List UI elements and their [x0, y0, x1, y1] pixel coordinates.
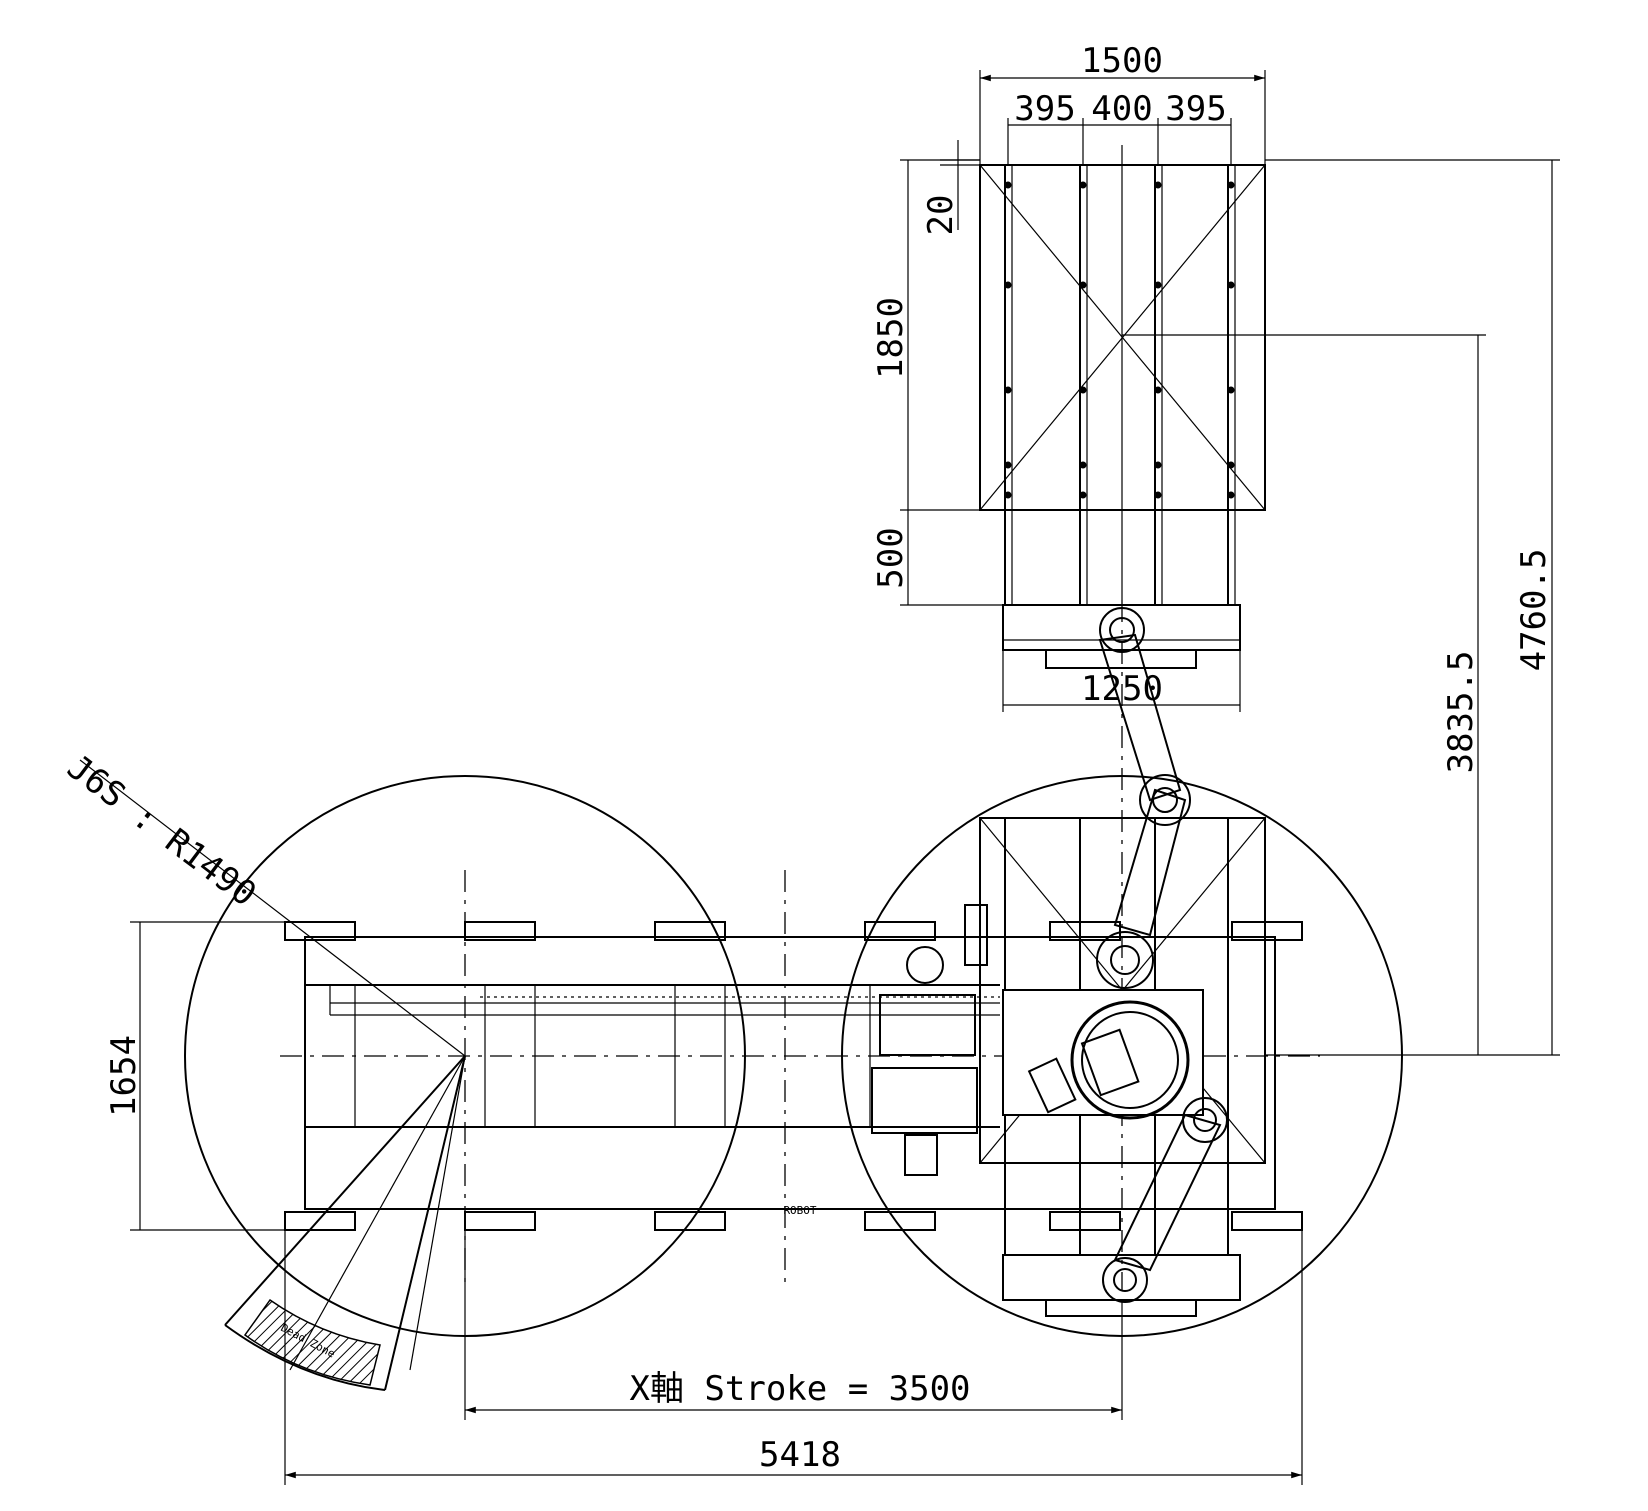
- radius-callout: J6S : R1490: [60, 747, 466, 1057]
- stroke-label: X軸 Stroke = 3500: [629, 1369, 970, 1409]
- dim-20-label: 20: [921, 195, 961, 236]
- gantry-frame: ROBOT: [280, 600, 1320, 1290]
- dim-frame-width: 1654: [104, 921, 305, 1231]
- dim-3835-label: 3835.5: [1441, 651, 1481, 774]
- dim-1500-label: 1500: [1081, 41, 1163, 81]
- carriage: [871, 633, 1266, 1317]
- dim-columns: 395 400 395: [1007, 89, 1232, 165]
- radius-label: J6S : R1490: [60, 747, 264, 914]
- dim-1850-label: 1850: [871, 297, 911, 379]
- dim-1654-label: 1654: [104, 1035, 144, 1117]
- dim-edge-offset: 20: [921, 140, 980, 235]
- dim-stroke: X軸 Stroke = 3500: [464, 1230, 1123, 1420]
- dim-total-length: 5418: [284, 1230, 1303, 1485]
- pallet-station: [979, 145, 1266, 669]
- dim-395-right-label: 395: [1165, 89, 1226, 129]
- nameplate-label: ROBOT: [783, 1204, 816, 1217]
- dim-500-label: 500: [871, 527, 911, 588]
- dim-pallet-length: 1850 500: [871, 159, 1003, 606]
- dim-pallet-width: 1500: [979, 41, 1266, 165]
- dead-zone: Dead Zone: [224, 1055, 466, 1391]
- dim-400-label: 400: [1091, 89, 1152, 129]
- dim-395-left-label: 395: [1014, 89, 1075, 129]
- dim-heights: 3835.5 4760.5: [1122, 159, 1560, 1056]
- dim-5418-label: 5418: [759, 1435, 841, 1475]
- dim-4760-label: 4760.5: [1514, 549, 1554, 672]
